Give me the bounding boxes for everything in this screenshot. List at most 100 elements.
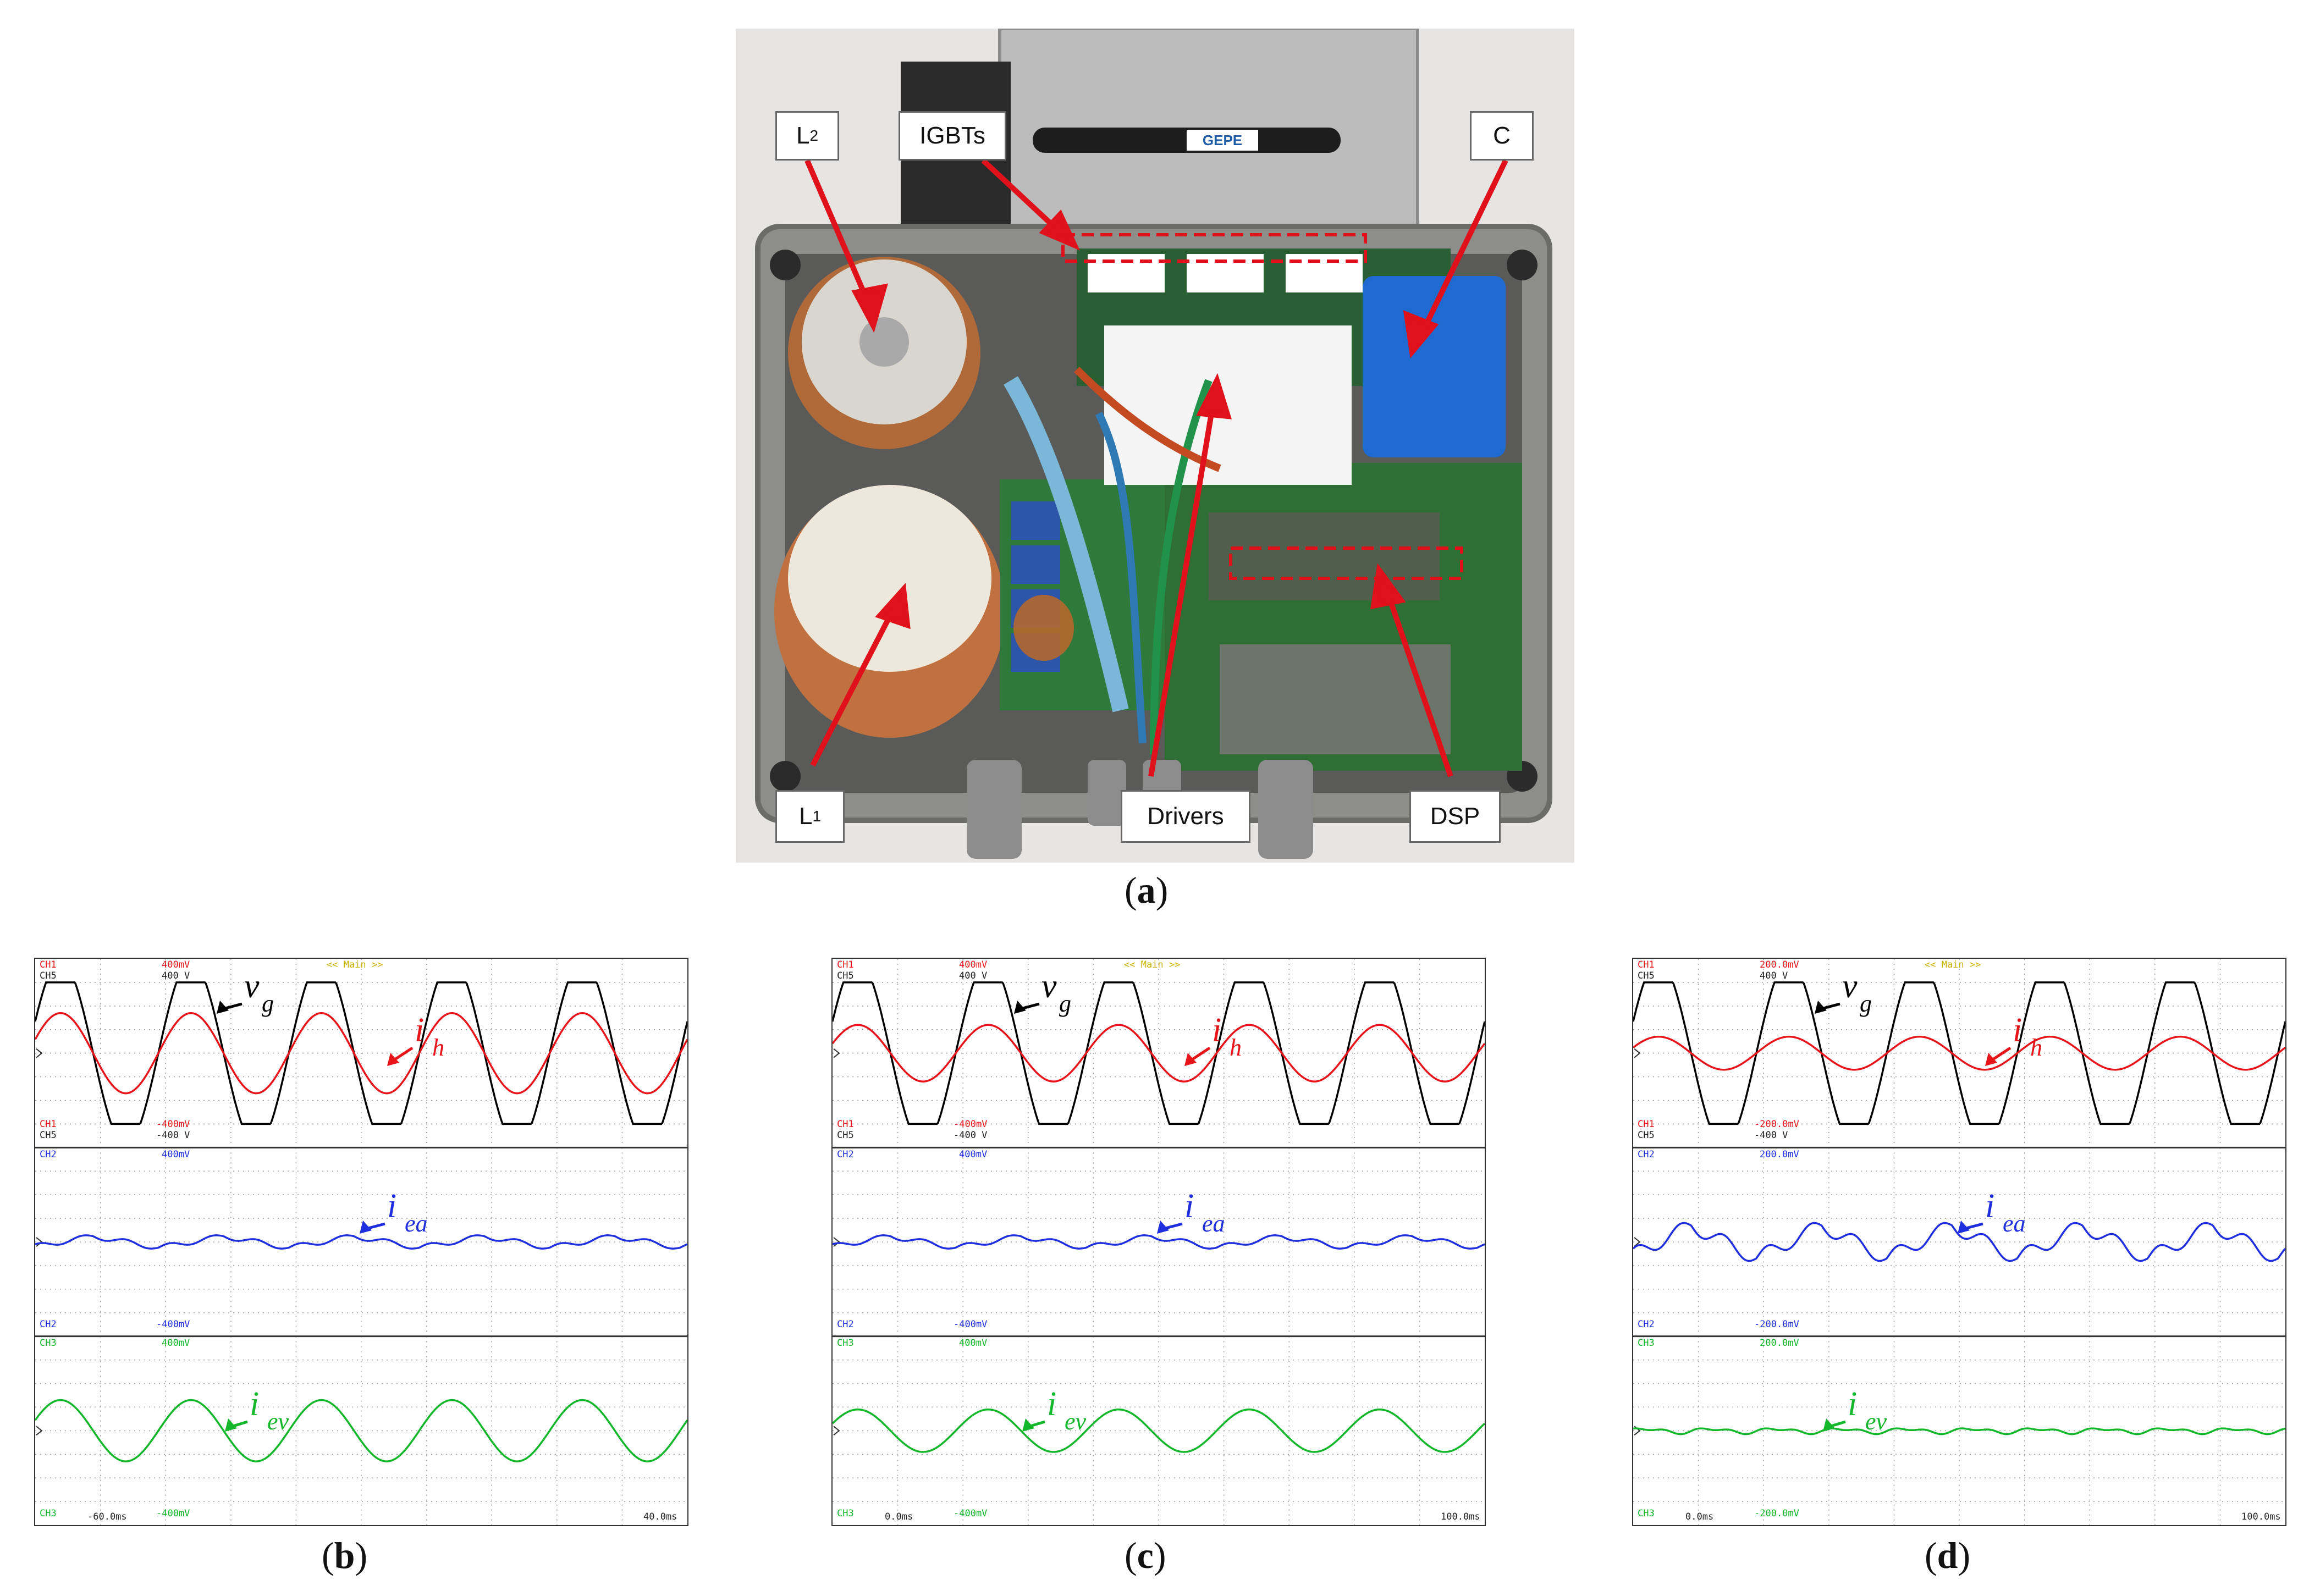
waveform-iea [35,1234,687,1250]
caption-c-open: ( [1125,1534,1137,1576]
waveform-label-arrowhead [1157,1221,1169,1234]
channel-top-scale: 200.0mV [1760,1338,1799,1349]
channel-id-label: CH2 [837,1149,854,1160]
waveform-label-name: i [250,1385,259,1423]
channel-id-label: CH1 [1638,959,1655,970]
callout-arrows [804,158,1508,777]
channel-top-scale: 400mV [162,1149,190,1160]
channel-id-label: CH2 [40,1319,57,1330]
waveform-label-subscript: g [1059,990,1071,1017]
channel-id-label: CH5 [837,1130,854,1141]
caption-d-letter: d [1937,1534,1958,1576]
caption-b-letter: b [334,1534,355,1576]
label-l2-sub: 2 [809,127,819,144]
waveform-ih [833,1024,1485,1083]
channel-bottom-scale: -400mV [954,1319,987,1330]
ground-marker [36,1237,43,1247]
caption-d-close: ) [1958,1534,1971,1576]
time-axis-end: 40.0ms [643,1511,677,1522]
channel-id-label: CH3 [40,1338,57,1349]
waveform-label-subscript: g [1860,990,1872,1017]
toroid-l2 [788,257,980,449]
channel-id-label: CH5 [40,970,57,981]
channel-id-label: CH5 [837,970,854,981]
scope-grid-section-2 [1633,1147,2285,1337]
main-label: << Main >> [1124,959,1180,970]
channel-bottom-scale: -200.0mV [1754,1119,1799,1130]
waveform-label-arrowhead [225,1418,237,1432]
caption-d-open: ( [1925,1534,1937,1576]
waveform-label-name: i [1985,1188,1994,1225]
channel-bottom-scale: -400 V [1754,1130,1788,1141]
waveform-label-arrowhead [1815,1001,1827,1014]
caption-a-open: ( [1125,869,1137,911]
scope-grid-section-3 [1633,1336,2285,1525]
channel-bottom-scale: -200.0mV [1754,1319,1799,1330]
channel-top-scale: 400mV [959,1338,987,1349]
label-drivers-text: Drivers [1147,803,1224,830]
caption-b-close: ) [355,1534,368,1576]
main-label: << Main >> [1925,959,1981,970]
channel-id-label: CH1 [40,1119,57,1130]
converter-photo-drawing: GEPE [755,29,1552,859]
waveform-label-arrowhead [217,1001,229,1014]
channel-id-label: CH5 [1638,1130,1655,1141]
channel-top-scale: 400 V [1760,970,1788,981]
channel-id-label: CH3 [837,1508,854,1519]
channel-id-label: CH1 [40,959,57,970]
waveform-label-name: v [1842,968,1858,1005]
caption-c-letter: c [1137,1534,1154,1576]
pen: GEPE [1033,128,1341,153]
time-axis-start: -60.0ms [87,1511,127,1522]
channel-top-scale: 200.0mV [1760,1149,1799,1160]
waveform-iea [833,1234,1485,1250]
channel-id-label: CH1 [837,959,854,970]
channel-bottom-scale: -200.0mV [1754,1508,1799,1519]
waveform-label-subscript: g [262,990,274,1017]
waveform-label-arrowhead [1184,1053,1197,1066]
capacitor-c [1363,276,1506,457]
label-igbts-text: IGBTs [919,122,985,149]
scope-grid-section-3 [35,1336,687,1525]
channel-top-scale: 400 V [162,970,190,981]
label-c-text: C [1493,122,1511,149]
channel-id-label: CH2 [40,1149,57,1160]
waveform-vg [35,981,687,1125]
channel-id-label: CH3 [40,1508,57,1519]
channel-bottom-scale: -400 V [156,1130,190,1141]
scope-grid-section-2 [833,1147,1485,1337]
waveform-label-name: i [2013,1012,2022,1049]
main-label: << Main >> [327,959,383,970]
ground-marker [36,1426,43,1436]
channel-bottom-scale: -400mV [156,1508,190,1519]
converter-photo: GEPE [736,29,1574,863]
waveform-ih [35,1012,687,1095]
time-axis-start: 0.0ms [885,1511,913,1522]
waveform-vg [833,981,1485,1125]
channel-id-label: CH1 [1638,1119,1655,1130]
label-l1-base: L [798,803,813,830]
time-axis-start: 0.0ms [1685,1511,1713,1522]
waveform-label-subscript: ea [2003,1210,2026,1237]
scope-grid-section-1 [1633,959,2285,1148]
waveform-label-arrowhead [1823,1418,1835,1432]
ground-marker [36,1048,43,1058]
waveform-label-name: i [1848,1385,1857,1423]
waveform-label-subscript: ev [1065,1408,1087,1435]
time-axis-end: 100.0ms [1441,1511,1480,1522]
waveform-label-name: i [1184,1188,1194,1225]
channel-id-label: CH3 [837,1338,854,1349]
channel-bottom-scale: -400mV [954,1119,987,1130]
